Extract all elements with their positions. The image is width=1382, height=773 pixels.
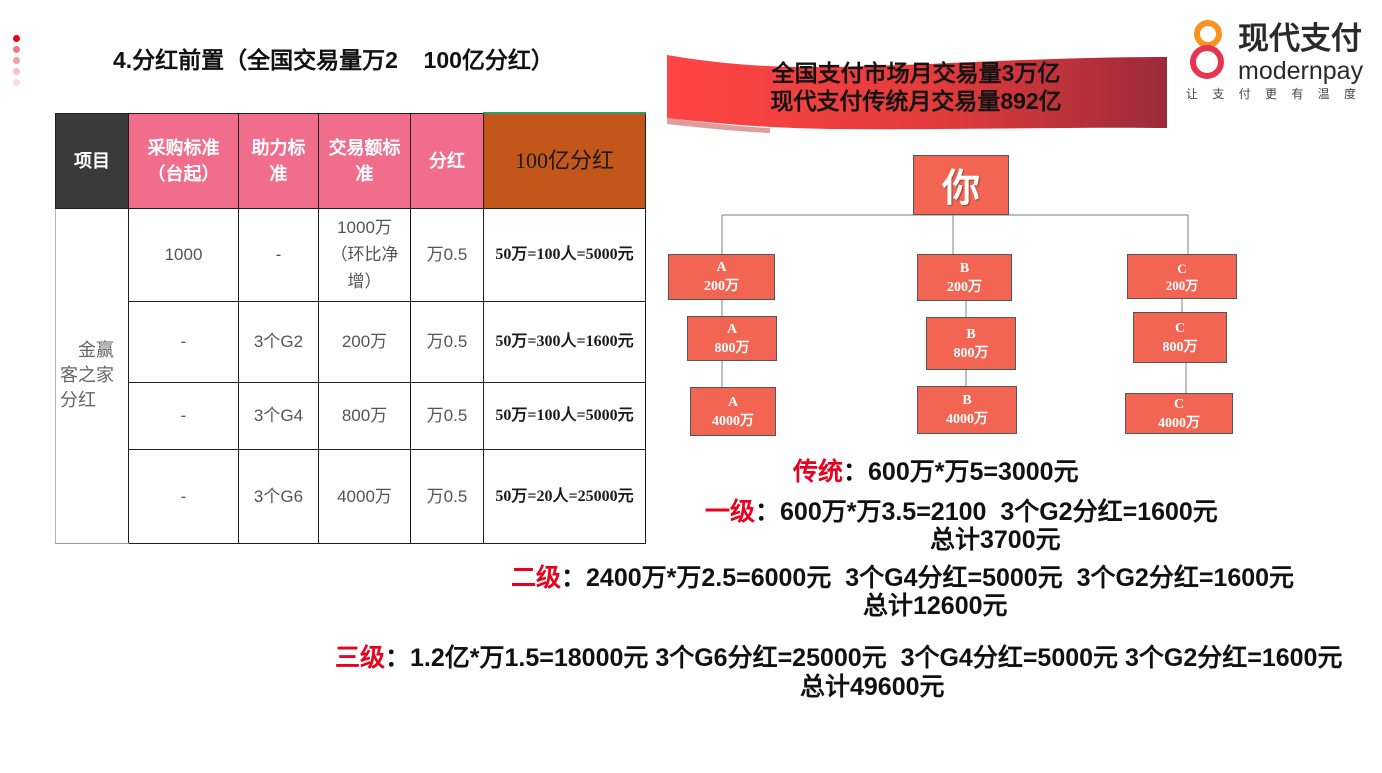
cell-purchase: 1000 xyxy=(128,207,239,302)
cell-dividend: 万0.5 xyxy=(410,381,484,450)
cell-pool: 50万=100人=5000元 xyxy=(483,381,646,450)
cell-purchase: - xyxy=(128,448,239,544)
node-letter: B xyxy=(962,393,972,408)
node-letter: C xyxy=(1173,396,1185,412)
calc-level-3: 三级：1.2亿*万1.5=18000元 3个G6分红=25000元 3个G4分红… xyxy=(335,644,1342,672)
cell-volume: 800万 xyxy=(318,381,411,450)
cell-volume: 4000万 xyxy=(318,448,411,544)
bullet-dot xyxy=(13,35,20,42)
calc-label: 二级 xyxy=(511,564,562,592)
cell-assist: - xyxy=(238,207,319,302)
header-assist-standard: 助力标准 xyxy=(238,112,319,209)
table-row: - 3个G4 800万 万0.5 50万=100人=5000元 xyxy=(56,381,646,450)
node-b-2: B 800万 xyxy=(926,317,1016,370)
node-c-3: C 4000万 xyxy=(1125,393,1233,434)
cell-assist: 3个G4 xyxy=(238,381,319,450)
table-row: 金赢客之家分红 1000 - 1000万（环比净增） 万0.5 50万=100人… xyxy=(55,207,646,544)
calc-formula: ：1.2亿*万1.5=18000元 3个G6分红=25000元 3个G4分红=5… xyxy=(385,644,1343,672)
node-letter: A xyxy=(726,321,738,337)
calc-formula: ：600万*万3.5=2100 3个G2分红=1600元 xyxy=(755,498,1218,526)
group-label-cell: 金赢客之家分红 xyxy=(55,207,129,544)
cell-dividend: 万0.5 xyxy=(410,448,484,544)
node-letter: B xyxy=(966,326,976,342)
node-amount: 4000万 xyxy=(1158,415,1200,431)
cell-purchase: - xyxy=(128,381,239,450)
node-b-3: B 4000万 xyxy=(917,386,1017,434)
node-amount: 200万 xyxy=(704,279,739,294)
calc-label: 三级 xyxy=(335,644,386,672)
calc-level-1: 一级：600万*万3.5=2100 3个G2分红=1600元 xyxy=(705,498,1218,526)
logo-slogan: 让 支 付 更 有 温 度 xyxy=(1186,87,1362,101)
node-b-1: B 200万 xyxy=(917,254,1012,301)
root-node: 你 xyxy=(913,155,1009,215)
table-header-row: 项目 采购标准（台起） 助力标准 交易额标准 分红 100亿分红 xyxy=(55,112,646,209)
node-amount: 800万 xyxy=(953,345,989,361)
root-node-label: 你 xyxy=(941,168,980,210)
bullet-dot xyxy=(13,68,20,75)
cell-dividend: 万0.5 xyxy=(410,207,484,302)
cell-pool: 50万=20人=25000元 xyxy=(483,448,646,544)
node-a-3: A 4000万 xyxy=(690,387,776,436)
banner-line-1: 全国支付市场月交易量3万亿 xyxy=(771,60,1061,86)
node-a-1: A 200万 xyxy=(668,254,775,300)
cell-assist: 3个G2 xyxy=(238,300,319,383)
cell-pool: 50万=300人=1600元 xyxy=(483,300,646,383)
node-amount: 4000万 xyxy=(712,413,754,429)
calc-label: 传统 xyxy=(793,458,844,486)
node-amount: 800万 xyxy=(714,340,750,356)
calc-total-level-1: 总计3700元 xyxy=(930,526,1061,554)
figure-eight-logo-icon xyxy=(1190,20,1224,79)
node-amount: 200万 xyxy=(947,279,982,295)
banner-fold-shadow xyxy=(667,118,770,133)
header-purchase-standard: 采购标准（台起） xyxy=(128,112,239,209)
calc-formula: ：2400万*万2.5=6000元 3个G4分红=5000元 3个G2分红=16… xyxy=(561,564,1295,592)
calc-label: 一级 xyxy=(705,498,756,526)
cell-dividend: 万0.5 xyxy=(410,300,484,383)
bullet-dot xyxy=(13,46,20,53)
calc-level-2: 二级：2400万*万2.5=6000元 3个G4分红=5000元 3个G2分红=… xyxy=(511,564,1294,592)
calc-total-level-2: 总计12600元 xyxy=(863,592,1008,620)
cell-volume: 200万 xyxy=(318,300,411,383)
calc-formula: ：600万*万5=3000元 xyxy=(843,458,1079,486)
node-letter: A xyxy=(716,260,727,275)
node-a-2: A 800万 xyxy=(687,316,777,361)
node-letter: A xyxy=(727,394,739,410)
node-letter: C xyxy=(1177,260,1187,276)
cell-pool: 50万=100人=5000元 xyxy=(483,207,646,302)
page-title: 4.分红前置（全国交易量万2 100亿分红） xyxy=(113,47,554,73)
node-amount: 4000万 xyxy=(946,412,988,427)
banner-shape xyxy=(667,55,1167,130)
header-volume-standard: 交易额标准 xyxy=(318,112,411,209)
cell-assist: 3个G6 xyxy=(238,448,319,544)
banner-ribbon xyxy=(667,55,1167,133)
cell-purchase: - xyxy=(128,300,239,383)
header-pool-dividend: 100亿分红 xyxy=(483,112,646,209)
header-dividend: 分红 xyxy=(410,112,484,209)
cell-volume: 1000万（环比净增） xyxy=(318,207,411,302)
node-letter: C xyxy=(1174,320,1186,336)
bullet-dot xyxy=(13,79,20,86)
logo-brand: modernpay xyxy=(1238,57,1364,85)
node-amount: 800万 xyxy=(1162,339,1198,355)
table-row: - 3个G6 4000万 万0.5 50万=20人=25000元 xyxy=(56,448,646,544)
logo-name: 现代支付 xyxy=(1238,21,1362,56)
calc-total-level-3: 总计49600元 xyxy=(800,673,945,701)
bullet-dot xyxy=(13,57,20,64)
table-row: - 3个G2 200万 万0.5 50万=300人=1600元 xyxy=(56,300,646,383)
node-c-1: C 200万 xyxy=(1127,254,1237,299)
node-c-2: C 800万 xyxy=(1133,312,1227,363)
header-item: 项目 xyxy=(55,112,129,209)
banner-line-2: 现代支付传统月交易量892亿 xyxy=(770,88,1062,114)
node-amount: 200万 xyxy=(1165,277,1199,293)
node-letter: B xyxy=(959,260,970,276)
calc-traditional: 传统：600万*万5=3000元 xyxy=(793,458,1079,486)
dividend-table: 项目 采购标准（台起） 助力标准 交易额标准 分红 100亿分红 金赢客之家分红… xyxy=(55,112,646,544)
tree-connectors xyxy=(721,214,1189,393)
